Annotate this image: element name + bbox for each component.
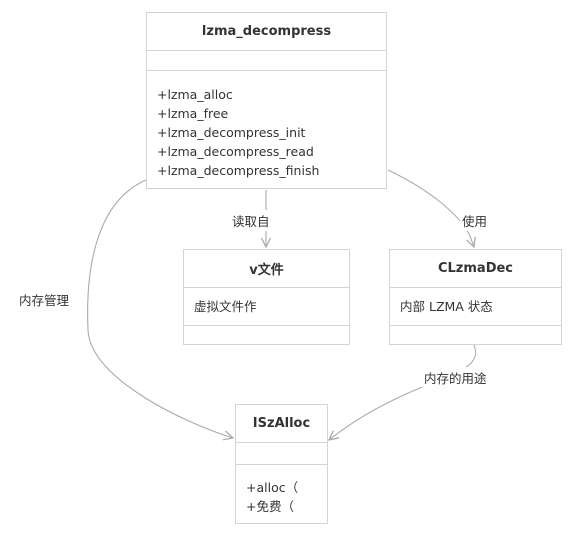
class-vfile: v文件 虚拟文件作	[183, 249, 350, 345]
methods-section	[184, 326, 349, 344]
method-item: +lzma_alloc	[157, 87, 233, 102]
method-item: +免费（	[246, 499, 294, 514]
class-name: lzma_decompress	[147, 13, 386, 51]
methods-section: +lzma_alloc +lzma_free +lzma_decompress_…	[147, 71, 386, 188]
edge-memory-management	[87, 179, 233, 438]
method-item: +lzma_decompress_finish	[157, 163, 320, 178]
attributes-section: 虚拟文件作	[184, 288, 349, 326]
edge-label-memory-purpose: 内存的用途	[422, 367, 489, 388]
methods-section	[390, 326, 561, 344]
method-item: +lzma_free	[157, 106, 229, 121]
attributes-section	[147, 51, 386, 71]
class-lzma-decompress: lzma_decompress +lzma_alloc +lzma_free +…	[146, 12, 387, 189]
class-name: ISzAlloc	[236, 405, 327, 443]
method-item: +lzma_decompress_init	[157, 125, 306, 140]
edge-memory-purpose	[329, 344, 477, 440]
methods-section: +alloc（ +免费（	[236, 465, 327, 523]
attribute-item: 虚拟文件作	[194, 299, 257, 314]
method-item: +alloc（	[246, 480, 299, 495]
edge-label-memory-management: 内存管理	[17, 289, 72, 310]
attribute-item: 内部 LZMA 状态	[400, 299, 493, 314]
attributes-section	[236, 443, 327, 465]
class-iszalloc: ISzAlloc +alloc（ +免费（	[235, 404, 328, 524]
edge-label-reads-from: 读取自	[230, 210, 272, 231]
attributes-section: 内部 LZMA 状态	[390, 288, 561, 326]
class-name: CLzmaDec	[390, 250, 561, 288]
method-item: +lzma_decompress_read	[157, 144, 314, 159]
edge-uses	[387, 169, 474, 247]
class-clzmadec: CLzmaDec 内部 LZMA 状态	[389, 249, 562, 345]
edge-label-uses: 使用	[460, 210, 490, 231]
class-name: v文件	[184, 250, 349, 288]
